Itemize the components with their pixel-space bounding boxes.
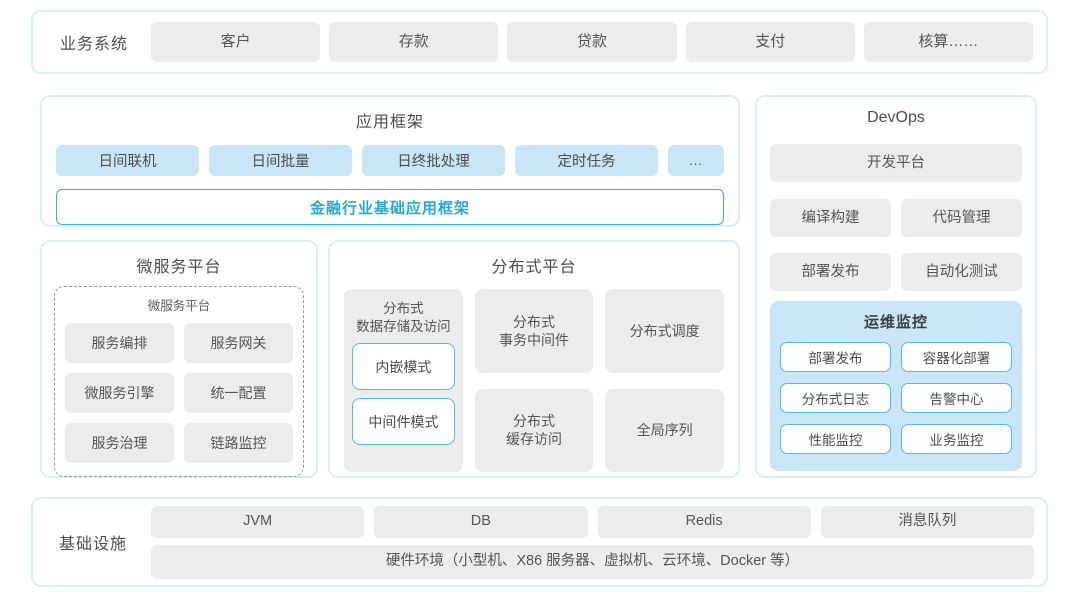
micro-item-trace-monitor[interactable]: 链路监控 <box>184 423 293 463</box>
distributed-storage-box[interactable]: 分布式 数据存储及访问 内嵌模式 中间件模式 <box>344 289 463 472</box>
appfw-item-daytime-batch[interactable]: 日间批量 <box>209 145 352 176</box>
storage-mode-embedded[interactable]: 内嵌模式 <box>352 343 455 391</box>
microservice-platform-section: 微服务平台 微服务平台 服务编排 服务网关 微服务引擎 统一配置 服务治理 链路… <box>40 240 318 478</box>
infrastructure-label: 基础设施 <box>58 536 127 553</box>
devops-dev-platform[interactable]: 开发平台 <box>770 144 1022 182</box>
monitor-item-container-deploy[interactable]: 容器化部署 <box>901 342 1012 372</box>
app-framework-section: 应用框架 日间联机 日间批量 日终批处理 定时任务 ... 金融行业基础应用框架 <box>40 95 740 227</box>
distributed-platform-title: 分布式平台 <box>491 259 577 276</box>
monitor-item-deploy-release[interactable]: 部署发布 <box>780 342 891 372</box>
business-systems-section: 业务系统 客户 存款 贷款 支付 核算…… <box>31 10 1048 74</box>
devops-title: DevOps <box>867 109 925 126</box>
app-framework-row: 日间联机 日间批量 日终批处理 定时任务 ... <box>56 145 724 176</box>
dist-item-transaction-middleware[interactable]: 分布式 事务中间件 <box>474 289 594 373</box>
infra-item-db[interactable]: DB <box>374 505 588 538</box>
dist-item-cache-access[interactable]: 分布式 缓存访问 <box>474 388 594 472</box>
appfw-item-eod-batch[interactable]: 日终批处理 <box>362 145 505 176</box>
micro-item-unified-config[interactable]: 统一配置 <box>184 373 293 413</box>
micro-item-gateway[interactable]: 服务网关 <box>184 323 293 363</box>
microservice-platform-title: 微服务平台 <box>136 259 222 276</box>
devops-grid: 编译构建 代码管理 部署发布 自动化测试 <box>770 199 1022 291</box>
monitor-item-distributed-log[interactable]: 分布式日志 <box>780 383 891 413</box>
micro-item-engine[interactable]: 微服务引擎 <box>65 373 174 413</box>
microservice-inner-box: 微服务平台 服务编排 服务网关 微服务引擎 统一配置 服务治理 链路监控 <box>54 286 304 477</box>
microservice-grid: 服务编排 服务网关 微服务引擎 统一配置 服务治理 链路监控 <box>65 323 293 463</box>
distributed-storage-title: 分布式 数据存储及访问 <box>356 301 451 334</box>
appfw-item-daytime-online[interactable]: 日间联机 <box>56 145 199 176</box>
ops-monitoring-panel: 运维监控 部署发布 容器化部署 分布式日志 告警中心 性能监控 业务监控 <box>770 301 1022 471</box>
ops-monitoring-grid: 部署发布 容器化部署 分布式日志 告警中心 性能监控 业务监控 <box>780 342 1012 454</box>
biz-item-loan[interactable]: 贷款 <box>507 22 677 62</box>
ops-monitoring-title: 运维监控 <box>863 314 928 331</box>
dist-item-scheduling[interactable]: 分布式调度 <box>605 289 725 373</box>
micro-item-governance[interactable]: 服务治理 <box>65 423 174 463</box>
devops-item-deploy[interactable]: 部署发布 <box>770 253 891 291</box>
devops-item-auto-test[interactable]: 自动化测试 <box>901 253 1022 291</box>
infra-item-jvm[interactable]: JVM <box>151 505 365 538</box>
distributed-col-storage: 分布式 数据存储及访问 内嵌模式 中间件模式 <box>344 289 463 472</box>
monitor-item-perf-monitor[interactable]: 性能监控 <box>780 424 891 454</box>
infrastructure-body: JVM DB Redis 消息队列 硬件环境（小型机、X86 服务器、虚拟机、云… <box>151 505 1034 579</box>
distributed-platform-section: 分布式平台 分布式 数据存储及访问 内嵌模式 中间件模式 分布式 事务中间件 分… <box>328 240 740 478</box>
biz-item-payment[interactable]: 支付 <box>685 22 855 62</box>
distributed-platform-body: 分布式 数据存储及访问 内嵌模式 中间件模式 分布式 事务中间件 分布式 缓存访… <box>344 289 725 472</box>
appfw-item-scheduled-task[interactable]: 定时任务 <box>515 145 658 176</box>
dist-item-global-sequence[interactable]: 全局序列 <box>605 388 725 472</box>
business-systems-label: 业务系统 <box>59 36 128 53</box>
biz-item-deposit[interactable]: 存款 <box>329 22 499 62</box>
devops-item-build[interactable]: 编译构建 <box>770 199 891 237</box>
monitor-item-alert-center[interactable]: 告警中心 <box>901 383 1012 413</box>
microservice-inner-title: 微服务平台 <box>147 299 211 313</box>
biz-item-customer[interactable]: 客户 <box>151 22 321 62</box>
micro-item-orchestration[interactable]: 服务编排 <box>65 323 174 363</box>
financial-base-framework[interactable]: 金融行业基础应用框架 <box>56 189 724 225</box>
app-framework-title: 应用框架 <box>355 114 424 131</box>
devops-section: DevOps 开发平台 编译构建 代码管理 部署发布 自动化测试 运维监控 部署… <box>755 95 1037 478</box>
appfw-item-more[interactable]: ... <box>668 145 724 176</box>
storage-mode-middleware[interactable]: 中间件模式 <box>352 398 455 446</box>
biz-item-accounting[interactable]: 核算…… <box>863 22 1034 62</box>
monitor-item-biz-monitor[interactable]: 业务监控 <box>901 424 1012 454</box>
infrastructure-row: JVM DB Redis 消息队列 <box>151 505 1034 538</box>
distributed-col-right: 分布式调度 全局序列 <box>605 289 725 472</box>
infrastructure-section: 基础设施 JVM DB Redis 消息队列 硬件环境（小型机、X86 服务器、… <box>31 497 1048 587</box>
infra-item-redis[interactable]: Redis <box>597 505 811 538</box>
infra-item-mq[interactable]: 消息队列 <box>820 505 1034 538</box>
infra-hardware-env[interactable]: 硬件环境（小型机、X86 服务器、虚拟机、云环境、Docker 等） <box>151 544 1034 579</box>
distributed-col-middle: 分布式 事务中间件 分布式 缓存访问 <box>474 289 594 472</box>
devops-item-code-mgmt[interactable]: 代码管理 <box>901 199 1022 237</box>
